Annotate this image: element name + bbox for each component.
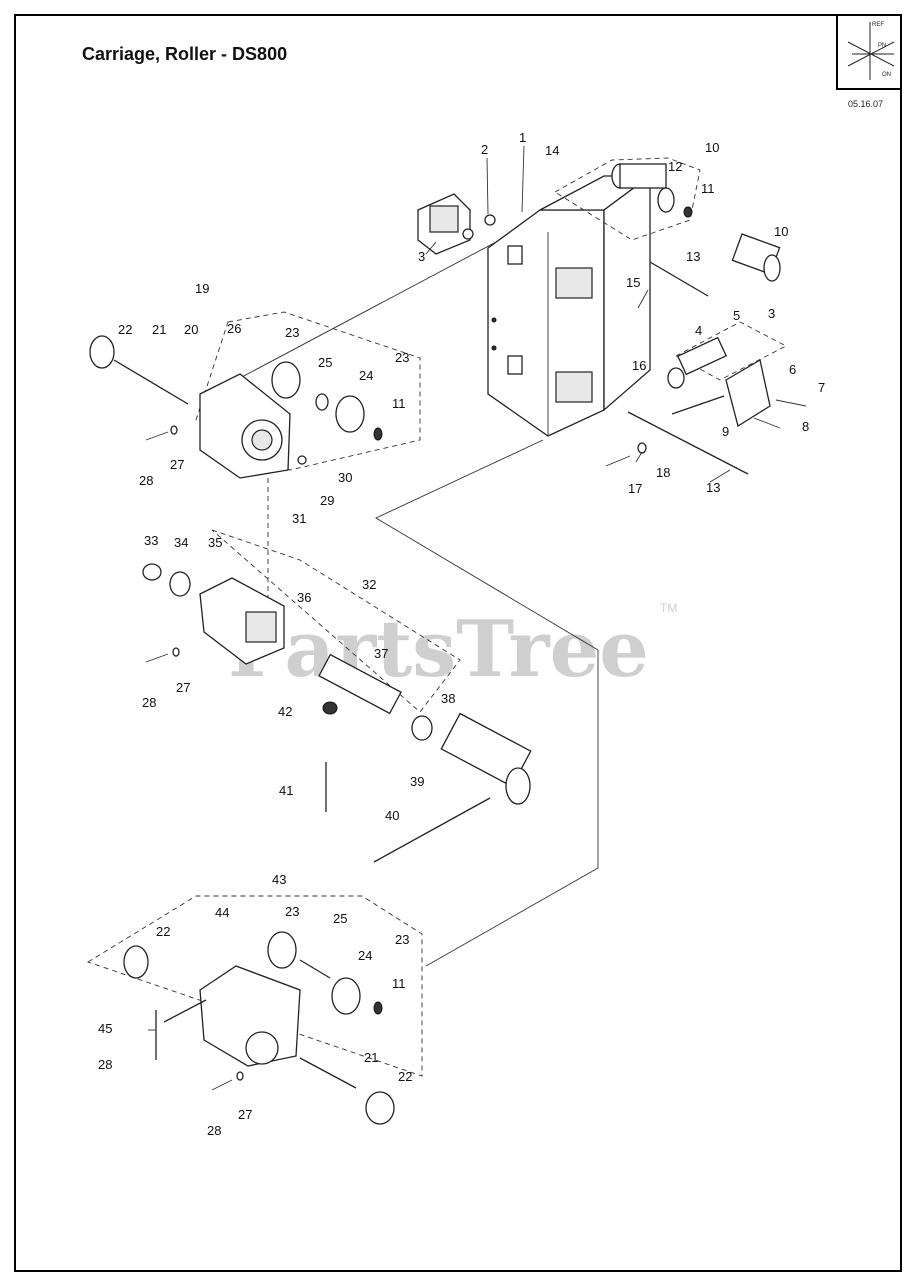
callout-11: 11 [392,976,406,991]
callout-8: 8 [802,419,809,434]
orientation-compass: REF PN ON [836,14,902,90]
callout-39: 39 [410,774,424,789]
compass-icon: REF PN ON [847,22,895,80]
callout-45: 45 [98,1021,112,1036]
watermark-tm: TM [660,601,677,615]
drive-housing [142,529,532,863]
washer-18 [637,442,647,454]
callout-16: 16 [632,358,646,373]
callout-25: 25 [318,355,332,370]
callout-6: 6 [789,362,796,377]
callout-25: 25 [333,911,347,926]
connection-line-upper [239,241,497,379]
callout-34: 34 [174,535,188,550]
callout-5: 5 [733,308,740,323]
callout-24: 24 [358,948,372,963]
callout-43: 43 [272,872,286,887]
leader-1 [521,145,525,213]
compass-label-on: ON [882,72,891,78]
callout-26: 26 [227,321,241,336]
callout-23: 23 [285,904,299,919]
roller-right [731,233,781,282]
callout-40: 40 [385,808,399,823]
callout-27: 27 [176,680,190,695]
callout-28: 28 [207,1123,221,1138]
callout-27: 27 [170,457,184,472]
callout-23: 23 [285,325,299,340]
callout-24: 24 [359,368,373,383]
leader-13 [709,469,731,483]
side-plate-assembly [667,321,807,429]
page-title: Carriage, Roller - DS800 [82,44,288,64]
callout-32: 32 [362,577,376,592]
callout-36: 36 [297,590,311,605]
callout-31: 31 [292,511,306,526]
callout-41: 41 [279,783,293,798]
callout-35: 35 [208,535,222,550]
callout-22: 22 [398,1069,412,1084]
page-border [14,14,902,1272]
callout-7: 7 [818,380,825,395]
lower-roller-assembly [86,895,423,1125]
callout-42: 42 [278,704,292,719]
carriage-frame [487,174,652,437]
compass-label-ref: REF [872,22,884,28]
shaft-upper [649,261,709,297]
watermark: PartsTree [228,604,649,695]
callout-22: 22 [156,924,170,939]
callout-23: 23 [395,350,409,365]
upper-left-housing [89,311,421,600]
callout-17: 17 [628,481,642,496]
connection-line [375,439,599,967]
callout-11: 11 [701,181,715,196]
callout-10: 10 [705,140,719,155]
callout-23: 23 [395,932,409,947]
callout-27: 27 [238,1107,252,1122]
callout-22: 22 [118,322,132,337]
callout-15: 15 [626,275,640,290]
callout-37: 37 [374,646,388,661]
callout-28: 28 [139,473,153,488]
callout-3: 3 [768,306,775,321]
callout-20: 20 [184,322,198,337]
callout-11: 11 [392,396,406,411]
leader-17 [635,451,643,463]
callout-29: 29 [320,493,334,508]
date-code: 05.16.07 [848,99,884,109]
leader-2 [486,157,489,215]
callout-13: 13 [706,480,720,495]
callout-21: 21 [152,322,166,337]
callout-21: 21 [364,1050,378,1065]
callout-1: 1 [519,130,526,145]
callout-9: 9 [722,424,729,439]
roller-top [554,157,701,241]
shaft-lower [627,411,749,475]
callout-13: 13 [686,249,700,264]
leader-3 [425,241,437,255]
callout-28: 28 [98,1057,112,1072]
callout-2: 2 [481,142,488,157]
screw-17 [605,455,631,467]
callout-10: 10 [774,224,788,239]
callout-30: 30 [338,470,352,485]
screw-15 [637,289,649,309]
callout-3: 3 [418,249,425,264]
compass-label-pn: PN [878,43,886,49]
callout-12: 12 [668,159,682,174]
bearing-block [417,193,496,255]
callout-28: 28 [142,695,156,710]
callout-4: 4 [695,323,702,338]
callout-18: 18 [656,465,670,480]
callout-38: 38 [441,691,455,706]
callout-14: 14 [545,143,559,158]
callout-19: 19 [195,281,209,296]
callout-33: 33 [144,533,158,548]
callout-44: 44 [215,905,229,920]
